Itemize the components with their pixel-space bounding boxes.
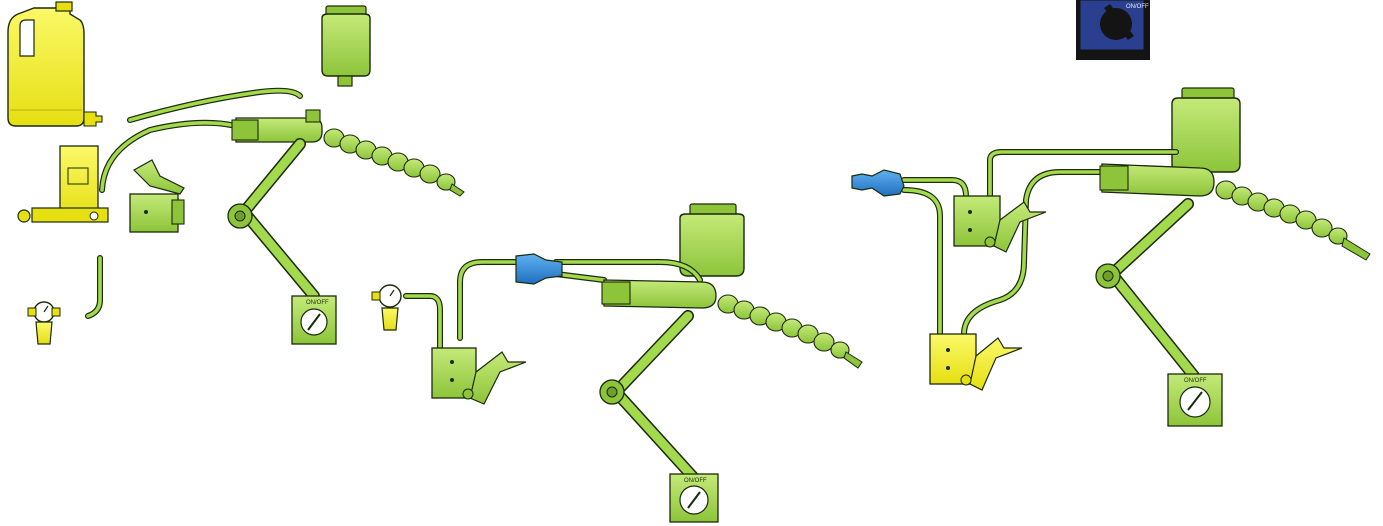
pump-valve-icon: [130, 160, 184, 232]
magnet-base-label: ON/OFF: [1184, 378, 1207, 384]
y-connector-icon: [516, 254, 562, 284]
magnetic-base-icon: ON/OFF: [670, 474, 718, 522]
coolant-jug-icon: [8, 2, 102, 126]
coolant-hose-icon: [130, 91, 300, 120]
reservoir-bottle-icon: [322, 6, 370, 86]
magnet-base-label: ON/OFF: [684, 478, 707, 484]
magnetic-base-icon: ON/OFF: [292, 296, 336, 344]
magnet-switch-label: ON/OFF: [1126, 4, 1149, 10]
y-connector-icon: [852, 170, 904, 196]
pump-valve-icon: [432, 348, 526, 404]
flex-nozzle-icon: [602, 280, 862, 368]
regulator-gauge-icon: [372, 285, 401, 330]
reservoir-bottle-icon: [1172, 88, 1240, 172]
magnet-base-label: ON/OFF: [306, 300, 329, 306]
panel-setup-dual-valve: ON/OFF: [852, 0, 1370, 426]
pump-valve-icon: [954, 196, 1046, 252]
pump-valve-icon: [18, 146, 108, 222]
pump-valve-icon: [930, 334, 1022, 390]
articulated-arm-icon: [1096, 204, 1194, 376]
magnetic-switch-icon: ON/OFF: [1076, 0, 1150, 60]
articulated-arm-icon: [228, 144, 314, 296]
regulator-gauge-icon: [28, 302, 60, 344]
panel-setup-single-valve: ON/OFF: [372, 204, 862, 522]
magnetic-base-icon: ON/OFF: [1168, 374, 1222, 426]
articulated-arm-icon: [600, 316, 694, 478]
reservoir-bottle-icon: [680, 204, 744, 276]
